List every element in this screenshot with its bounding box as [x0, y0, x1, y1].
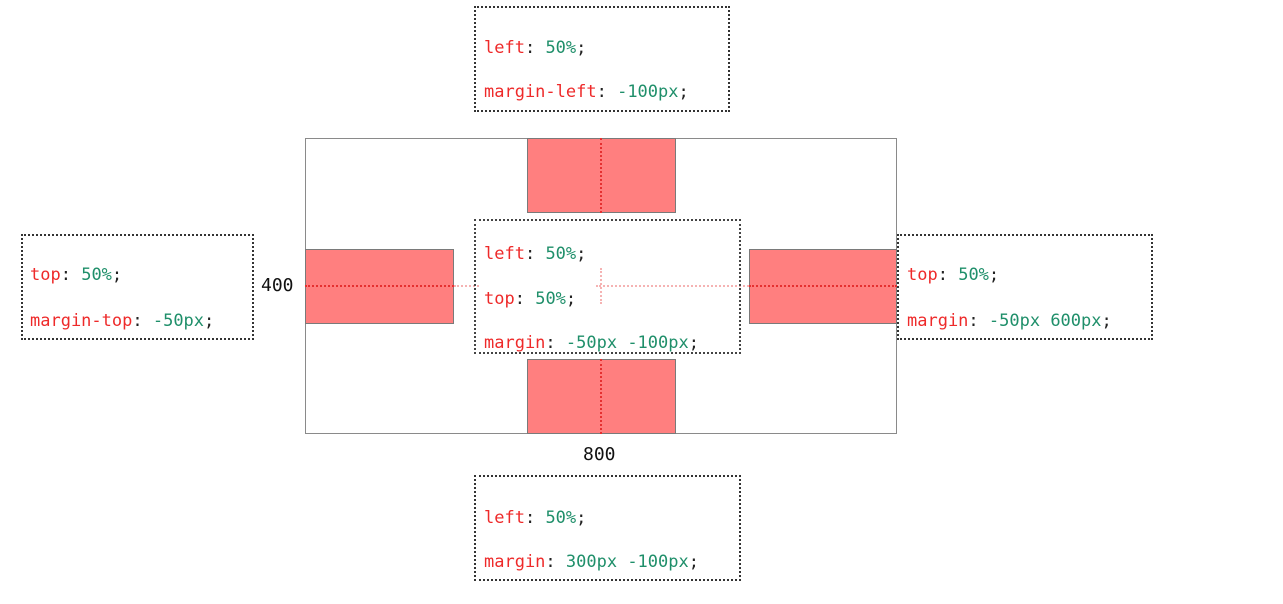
note-center-line-1: left: 50%; — [484, 244, 587, 264]
note-left-line-2: margin-top: -50px; — [30, 311, 215, 331]
note-left: top: 50%; margin-top: -50px; — [21, 234, 254, 340]
note-left-line-1: top: 50%; — [30, 265, 123, 285]
guide-horizontal-right — [749, 285, 897, 287]
note-center-line-3: margin: -50px -100px; — [484, 333, 699, 353]
width-dimension-label: 800 — [583, 444, 616, 465]
height-dimension-label: 400 — [261, 275, 294, 296]
note-bottom: left: 50%; margin: 300px -100px; — [474, 475, 741, 581]
note-top-line-2: margin-left: -100px; — [484, 82, 689, 102]
guide-horizontal-left-faint — [454, 285, 479, 287]
note-right-line-2: margin: -50px 600px; — [907, 311, 1112, 331]
guide-horizontal-center-faint — [596, 285, 749, 287]
note-center-line-2: top: 50%; — [484, 289, 577, 309]
note-center: left: 50%; top: 50%; margin: -50px -100p… — [474, 219, 741, 354]
guide-vertical-bottom — [600, 359, 602, 434]
guide-horizontal-left — [305, 285, 454, 287]
note-right: top: 50%; margin: -50px 600px; — [897, 234, 1153, 340]
note-top-line-1: left: 50%; — [484, 38, 587, 58]
guide-vertical-top — [600, 138, 602, 213]
note-top: left: 50%; margin-left: -100px; — [474, 6, 730, 112]
note-bottom-line-1: left: 50%; — [484, 508, 587, 528]
note-bottom-line-2: margin: 300px -100px; — [484, 552, 699, 572]
note-right-line-1: top: 50%; — [907, 265, 1000, 285]
